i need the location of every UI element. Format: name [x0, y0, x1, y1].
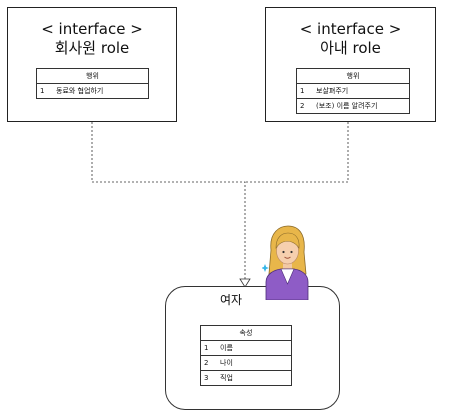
woman-label: 여자: [220, 293, 243, 307]
realization-arrowhead: [239, 278, 251, 288]
row-text: 직업: [217, 370, 292, 386]
attribute-table: 속성 1 이름 2 나이 3 직업: [200, 325, 292, 386]
connector-line-left: [91, 122, 246, 285]
interface-wife-role: < interface > 아내 role 행위 1 보살펴주기 2 (보조) …: [265, 7, 436, 122]
row-text: (보조) 이름 알려주기: [313, 98, 410, 114]
table-row: 1 이름: [200, 340, 292, 356]
interface-name: 아내 role: [320, 39, 381, 57]
table-row: 2 (보조) 이름 알려주기: [296, 98, 410, 114]
row-number: 2: [200, 355, 217, 371]
woman-avatar-icon: [262, 225, 309, 300]
row-number: 1: [200, 340, 217, 356]
table-row: 1 동료와 협업하기: [36, 83, 149, 99]
woman-class-box: 여자 속성 1 이름 2 나이 3 직업: [165, 286, 340, 410]
behavior-table-header: 행위: [296, 68, 410, 84]
interface-stereotype: < interface >: [41, 20, 143, 38]
row-text: 보살펴주기: [313, 83, 410, 99]
row-number: 1: [296, 83, 313, 99]
row-text: 동료와 협업하기: [53, 83, 149, 99]
table-row: 3 직업: [200, 370, 292, 386]
row-number: 3: [200, 370, 217, 386]
table-row: 2 나이: [200, 355, 292, 371]
behavior-table-header: 행위: [36, 68, 149, 84]
table-row: 1 보살펴주기: [296, 83, 410, 99]
interface-company-role: < interface > 회사원 role 행위 1 동료와 협업하기: [7, 7, 177, 122]
attribute-table-header: 속성: [200, 325, 292, 341]
behavior-table: 행위 1 보살펴주기 2 (보조) 이름 알려주기: [296, 68, 410, 114]
row-text: 나이: [217, 355, 292, 371]
interface-name: 회사원 role: [54, 39, 130, 57]
row-number: 2: [296, 98, 313, 114]
interface-stereotype: < interface >: [299, 20, 402, 38]
row-text: 이름: [217, 340, 292, 356]
behavior-table: 행위 1 동료와 협업하기: [36, 68, 149, 99]
connector-line-right: [245, 122, 349, 183]
row-number: 1: [36, 83, 53, 99]
